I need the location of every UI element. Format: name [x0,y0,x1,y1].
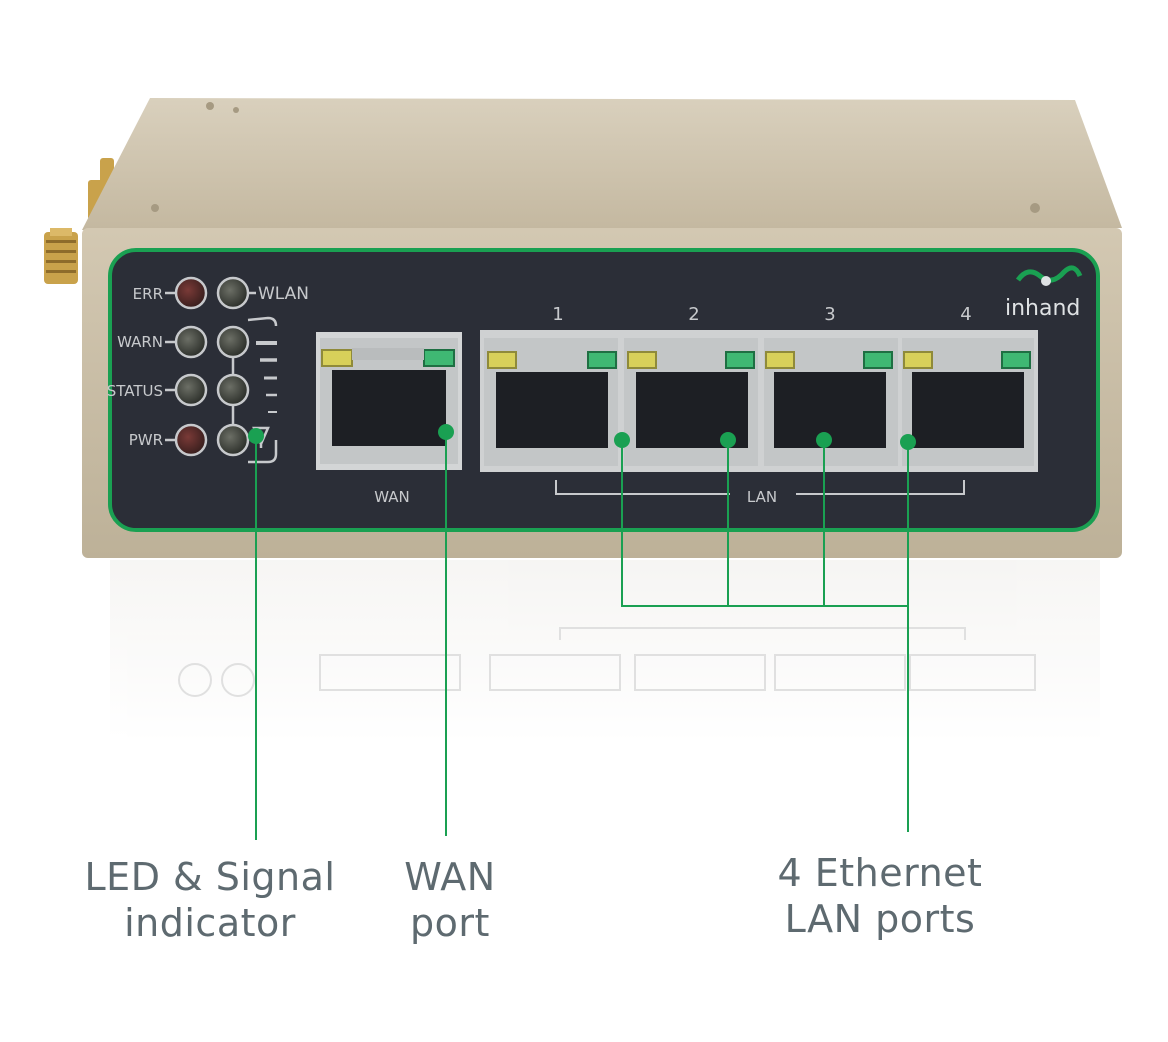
callout-lan-line1: 4 Ethernet [777,851,983,895]
callout-led-line1: LED & Signal [84,855,336,899]
led-label-wlan: WLAN [258,284,309,304]
callout-lan-line2: LAN ports [784,897,976,941]
inhand-logo: inhand [1005,265,1083,321]
router-top-cover [82,98,1122,230]
led-label-status: STATUS [107,382,163,400]
status-led-icon [174,373,208,407]
callout-dots [248,424,916,450]
lan-bracket [555,480,965,495]
callout-lines [255,432,909,840]
lan-ports-callout: 4 Ethernet LAN ports [730,850,1030,942]
lan-port-1[interactable] [484,338,618,466]
signal-led-3-icon [216,423,250,457]
callout-wan-line1: WAN [404,855,496,899]
svg-text:inhand: inhand [1005,296,1080,321]
port-number-4: 4 [960,304,971,325]
lan-port-3[interactable] [764,338,898,466]
signal-led-2-icon [216,373,250,407]
floor-reflection [110,560,1100,740]
err-led-icon [174,276,208,310]
wan-port-callout: WAN port [370,854,530,946]
led-label-warn: WARN [117,333,163,351]
signal-led-1-icon [216,325,250,359]
lan-port-2[interactable] [624,338,758,466]
lan-port-4[interactable] [902,338,1034,466]
port-number-3: 3 [824,304,835,325]
warn-led-icon [174,325,208,359]
lan-panel-label: LAN [747,488,777,506]
port-number-2: 2 [688,304,699,325]
wan-panel-label: WAN [374,488,410,506]
led-label-pwr: PWR [129,431,163,449]
signal-strength-icon [247,316,278,464]
led-signal-callout: LED & Signal indicator [60,854,360,946]
callout-led-line2: indicator [124,901,296,945]
wan-port[interactable] [316,332,462,470]
pwr-led-icon [174,423,208,457]
port-number-1: 1 [552,304,563,325]
callout-wan-line2: port [410,901,490,945]
wlan-led-icon [216,276,250,310]
led-label-err: ERR [133,285,163,303]
